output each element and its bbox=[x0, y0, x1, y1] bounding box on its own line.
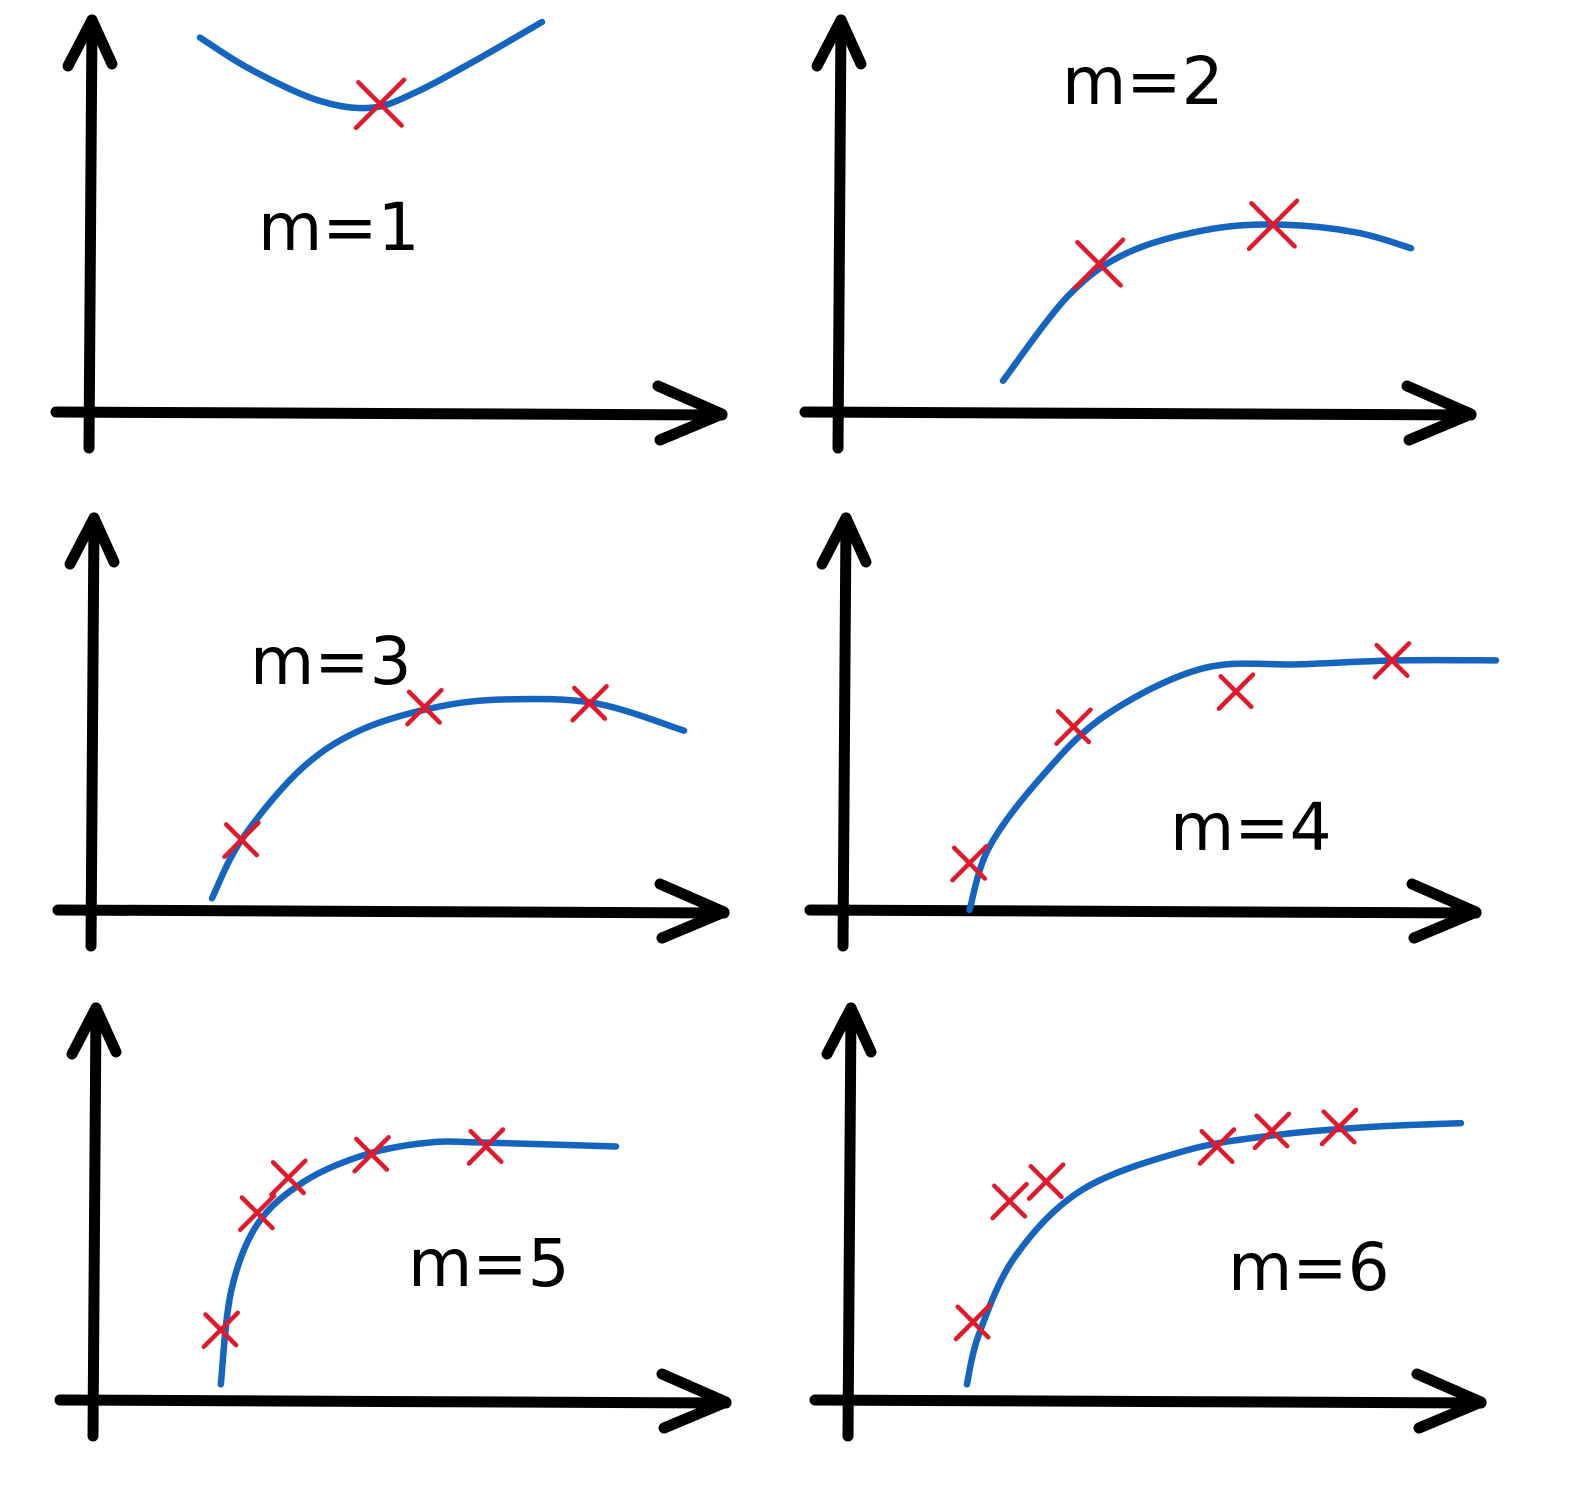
panel-3: m=3 bbox=[52, 512, 730, 952]
data-point-cross bbox=[405, 687, 444, 727]
x-axis bbox=[809, 1394, 1487, 1409]
panel-label: m=6 bbox=[1228, 1229, 1390, 1306]
data-point-cross bbox=[1372, 641, 1412, 680]
data-point-cross bbox=[1246, 198, 1300, 252]
panel-5: m=5 bbox=[54, 1002, 732, 1442]
fitted-curve bbox=[208, 695, 688, 902]
x-axis-arrowhead bbox=[654, 878, 730, 944]
data-point-cross bbox=[237, 1193, 277, 1233]
data-point-cross bbox=[353, 77, 407, 131]
x-axis bbox=[799, 406, 1477, 421]
panel-1: m=1 bbox=[50, 14, 728, 454]
x-axis-arrowhead bbox=[1406, 878, 1482, 944]
data-point-cross bbox=[222, 820, 261, 860]
y-axis-arrowhead bbox=[62, 14, 118, 72]
panel-2: m=2 bbox=[799, 14, 1477, 454]
y-axis bbox=[85, 512, 100, 952]
data-point-cross bbox=[953, 1302, 993, 1342]
data-point-cross bbox=[990, 1181, 1029, 1221]
data-point-cross bbox=[1319, 1107, 1359, 1147]
y-axis bbox=[83, 14, 98, 454]
panel-6: m=6 bbox=[809, 1002, 1487, 1442]
y-axis bbox=[87, 1002, 102, 1442]
data-point-cross bbox=[570, 684, 609, 723]
data-point-cross bbox=[1054, 707, 1093, 746]
panel-label: m=2 bbox=[1062, 43, 1224, 120]
x-axis-arrowhead bbox=[656, 1368, 732, 1434]
fitted-curve bbox=[217, 1138, 620, 1388]
y-axis-arrowhead bbox=[816, 512, 872, 570]
data-point-cross bbox=[950, 843, 989, 883]
x-axis bbox=[804, 904, 1482, 919]
data-point-cross bbox=[466, 1127, 506, 1166]
x-axis-arrowhead bbox=[1411, 1368, 1487, 1434]
data-point-cross bbox=[1026, 1162, 1066, 1201]
x-axis bbox=[52, 904, 730, 919]
panel-label: m=5 bbox=[408, 1225, 570, 1302]
fitted-curve bbox=[196, 18, 546, 112]
data-point-cross bbox=[1072, 237, 1126, 291]
y-axis bbox=[832, 14, 847, 454]
y-axis-arrowhead bbox=[64, 512, 120, 570]
data-point-cross bbox=[201, 1310, 241, 1350]
panel-4: m=4 bbox=[804, 512, 1500, 952]
y-axis bbox=[842, 1002, 857, 1442]
data-point-cross bbox=[1216, 672, 1256, 711]
x-axis bbox=[50, 406, 728, 421]
x-axis-arrowhead bbox=[652, 380, 728, 446]
y-axis-arrowhead bbox=[821, 1002, 877, 1060]
data-point-cross bbox=[1197, 1127, 1237, 1166]
data-point-cross bbox=[352, 1135, 391, 1174]
y-axis bbox=[837, 512, 852, 952]
y-axis-arrowhead bbox=[66, 1002, 122, 1060]
data-point-cross bbox=[1252, 1111, 1292, 1151]
panel-label: m=3 bbox=[250, 623, 412, 700]
fitted-curve bbox=[999, 221, 1415, 385]
y-axis-arrowhead bbox=[811, 14, 867, 72]
x-axis bbox=[54, 1394, 732, 1409]
data-point-cross bbox=[269, 1158, 308, 1197]
x-axis-arrowhead bbox=[1401, 380, 1477, 446]
panel-label: m=4 bbox=[1170, 789, 1332, 866]
fitted-curve bbox=[963, 1119, 1465, 1388]
panel-label: m=1 bbox=[258, 189, 420, 266]
